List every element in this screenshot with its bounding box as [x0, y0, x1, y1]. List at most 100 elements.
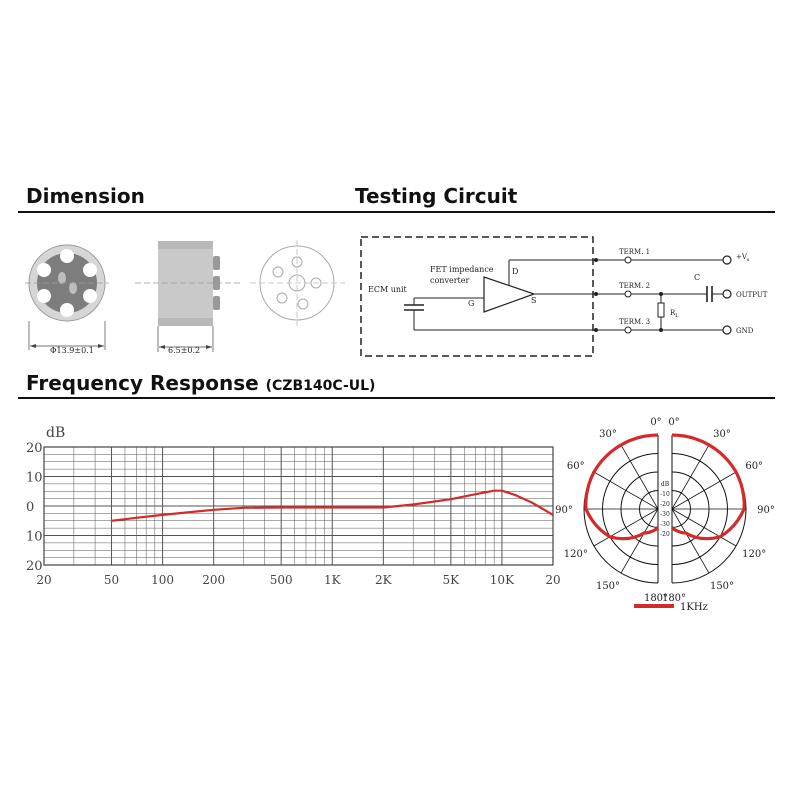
fr-response-point	[331, 506, 334, 509]
fr-response-point	[161, 513, 164, 516]
frequency-response-heading: Frequency Response (CZB140C-UL)	[26, 371, 375, 395]
polar-spoke	[671, 508, 737, 547]
polar-angle-label: 90°	[555, 505, 573, 516]
fr-response-point	[242, 506, 245, 509]
term3-label: TERM. 3	[619, 318, 650, 326]
fr-ytick-label: 10	[26, 530, 43, 545]
middle-rule	[18, 397, 775, 399]
model-number: (CZB140C-UL)	[265, 378, 376, 394]
polar-scale-label: -30	[660, 511, 670, 518]
output-label: OUTPUT	[736, 291, 768, 299]
polar-angle-label: 150°	[710, 581, 734, 592]
polar-angle-label: 120°	[564, 549, 588, 560]
diameter-dimension-label: Φ13.9±0.1	[50, 346, 94, 355]
polar-angle-label: 180°	[662, 593, 686, 604]
fr-response-point	[191, 511, 194, 513]
polar-angle-label: 90°	[757, 505, 775, 516]
fr-response-point	[110, 519, 113, 522]
polar-response-curve-left	[584, 433, 660, 541]
polar-angle-label: 30°	[599, 429, 617, 440]
fr-ytick-label: 20	[26, 441, 43, 456]
polar-ring	[583, 434, 659, 584]
term1-label: TERM. 1	[619, 248, 650, 256]
polar-ring	[639, 490, 659, 528]
polar-ring	[671, 434, 747, 584]
polar-ring	[671, 471, 710, 547]
polar-angle-label: 30°	[713, 429, 731, 440]
vs-label: +V	[736, 253, 748, 261]
fr-response-point	[514, 494, 517, 496]
polar-ring	[671, 490, 691, 528]
polar-angle-label: 0°	[668, 417, 679, 428]
resistor-sub-label: L	[675, 313, 679, 319]
fr-xtick-label: 20	[36, 573, 51, 587]
fet-amplifier-symbol	[483, 276, 536, 313]
polar-angle-label: 60°	[745, 461, 763, 472]
polar-scale-label: -30	[660, 521, 670, 528]
fr-plot-frame	[43, 446, 554, 566]
polar-ring	[671, 453, 728, 565]
capacitor-label: C	[694, 273, 700, 282]
front-view-drawing: Φ13.9±0.1	[25, 244, 109, 355]
term2-label: TERM. 2	[619, 282, 650, 290]
fr-response-point	[449, 498, 452, 501]
dimension-heading: Dimension	[26, 184, 145, 208]
fr-xtick-label: 1K	[324, 573, 342, 587]
vs-sub-label: s	[747, 257, 750, 263]
pin-d-label: D	[512, 267, 518, 276]
polar-spoke	[620, 508, 659, 574]
fr-response-point	[212, 508, 215, 511]
polar-labels: 0°0°30°30°60°60°90°90°120°120°150°150°18…	[555, 417, 775, 604]
polar-legend-label: 1KHz	[680, 602, 708, 613]
fet-label-line1: FET impedance	[430, 265, 494, 274]
output-terminal	[722, 289, 732, 299]
height-dimension-label: 6.5±0.2	[168, 346, 200, 355]
polar-angle-label: 180°	[644, 593, 668, 604]
fr-xtick-label: 500	[270, 573, 293, 587]
fr-response-point	[382, 506, 385, 509]
fr-xtick-label: 100	[151, 573, 174, 587]
fr-ylabel: dB	[46, 425, 65, 441]
polar-spoke	[671, 508, 710, 574]
polar-ring	[620, 471, 659, 547]
fr-ytick-label: 10	[26, 471, 43, 486]
fr-response-point	[552, 513, 554, 516]
fr-response-point	[530, 501, 533, 504]
load-resistor-symbol	[657, 302, 665, 318]
polar-response-curve-right	[670, 433, 746, 541]
fr-xtick-label: 2K	[375, 573, 393, 587]
ecm-unit-label: ECM unit	[368, 285, 408, 294]
polar-scale-label: -10	[660, 491, 670, 498]
fr-xtick-label: 10K	[490, 573, 515, 587]
fr-ytick-label: 20	[26, 559, 43, 574]
svg-text:RL: RL	[670, 309, 679, 319]
fr-response-point	[135, 516, 138, 519]
side-view-drawing: 6.5±0.2	[135, 241, 240, 355]
fr-series	[110, 489, 554, 522]
polar-grid	[583, 434, 747, 584]
resistor-label: R	[670, 309, 676, 317]
top-rule	[18, 211, 775, 213]
fr-xtick-label: 5K	[443, 573, 461, 587]
polar-spoke	[671, 444, 710, 510]
pin-s-label: S	[531, 296, 536, 305]
fr-grid	[43, 446, 554, 566]
polar-series	[584, 433, 746, 541]
fet-label-line2: converter	[430, 276, 469, 285]
fr-xtick-label: 50	[104, 573, 119, 587]
polar-angle-label: 150°	[596, 581, 620, 592]
polar-spoke	[671, 471, 737, 510]
svg-text:+Vs: +Vs	[736, 253, 750, 263]
polar-spoke	[593, 471, 659, 510]
polar-scale-label: dB	[661, 481, 670, 488]
pin-g-label: G	[468, 299, 474, 308]
polar-angle-label: 60°	[567, 461, 585, 472]
fr-response-point	[493, 489, 496, 492]
vs-terminal	[722, 255, 732, 265]
back-view-drawing	[250, 240, 345, 326]
